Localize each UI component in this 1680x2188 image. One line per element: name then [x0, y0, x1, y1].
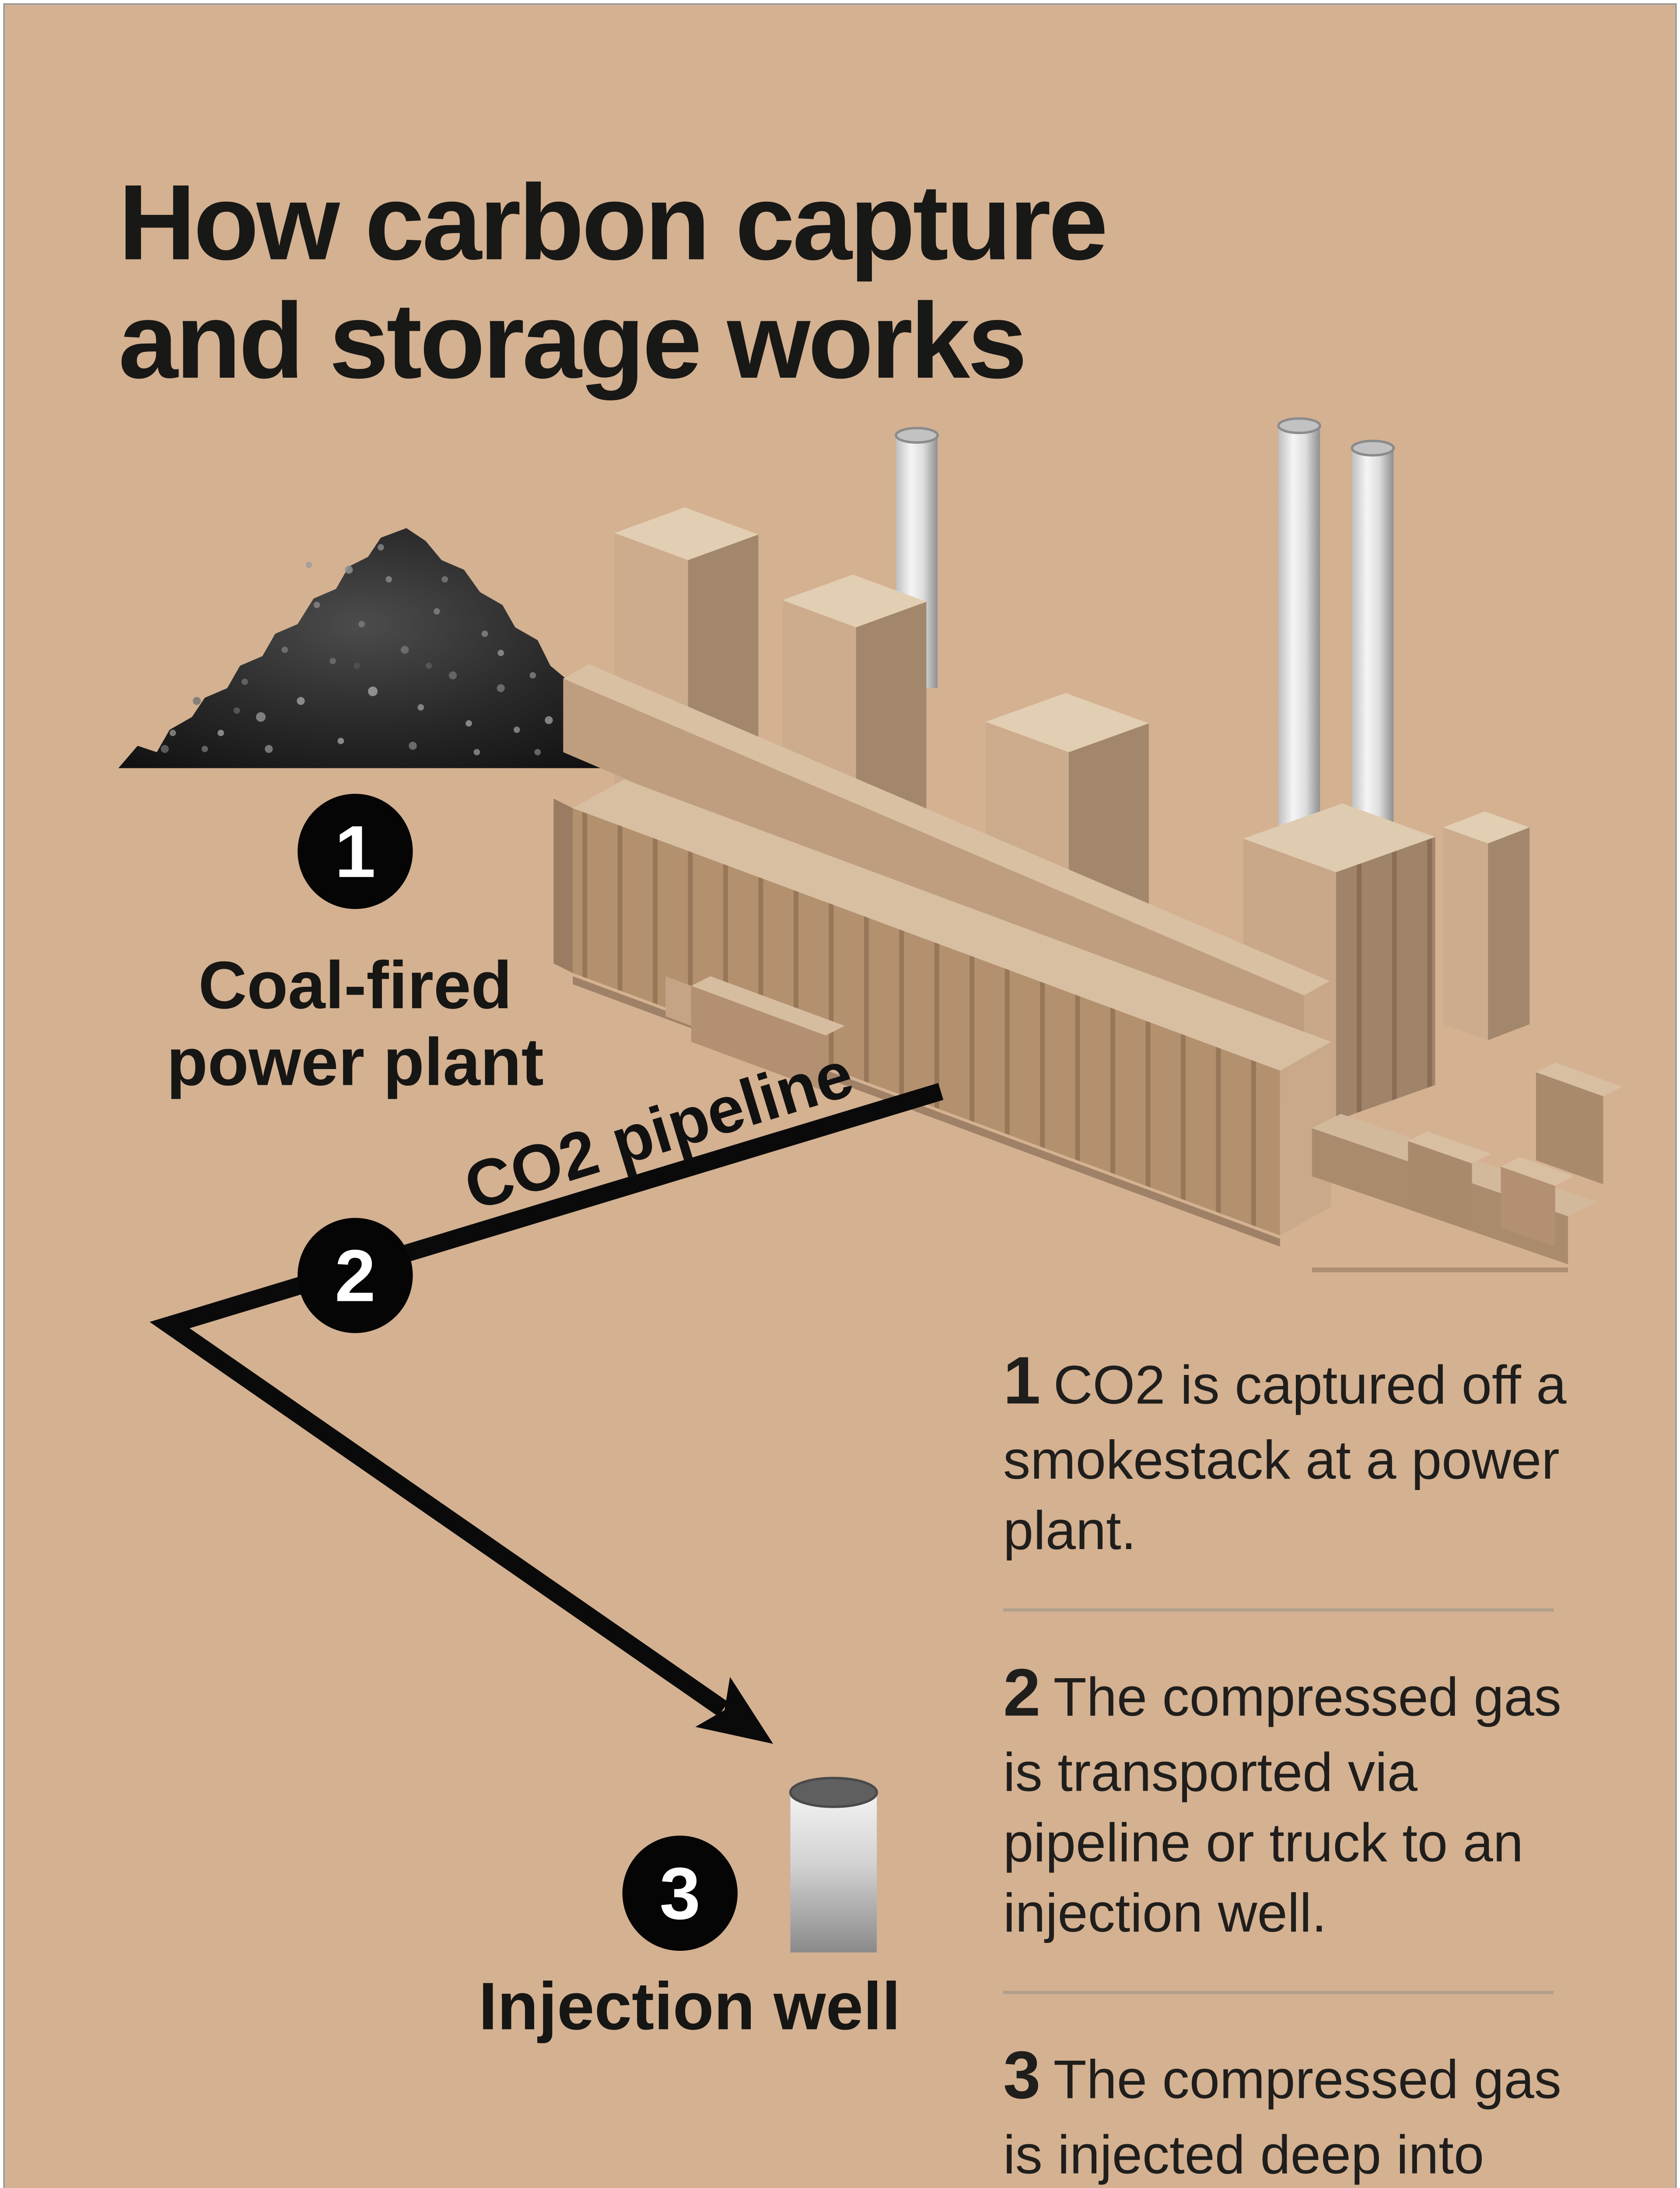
step1-badge-number: 1 [335, 810, 376, 893]
divider-2 [1003, 1991, 1554, 1995]
step2-number: 2 [1003, 1655, 1041, 1730]
step1-text: CO2 is captured off a smokestack at a po… [1003, 1355, 1567, 1562]
step2-badge-number: 2 [335, 1234, 376, 1317]
coal-plant-label: Coal-fired power plant [141, 947, 570, 1102]
step1-badge: 1 [298, 793, 413, 909]
injection-well-cylinder-icon [789, 1777, 878, 1953]
step3-text: The compressed gas is injected deep into… [1003, 2050, 1561, 2186]
divider-1 [1003, 1608, 1554, 1612]
page-title: How carbon capture and storage works [119, 165, 1270, 400]
step3-number: 3 [1003, 2037, 1041, 2113]
coal-plant-label-line2: power plant [166, 1024, 544, 1100]
step2-text: The compressed gas is transported via pi… [1003, 1667, 1561, 1945]
page-title-line2: and storage works [118, 281, 1027, 401]
step2-badge: 2 [298, 1218, 413, 1333]
page-title-line1: How carbon capture [118, 163, 1108, 283]
step3-badge-number: 3 [659, 1851, 701, 1935]
injection-well-label: Injection well [478, 1968, 901, 2044]
step3-badge: 3 [622, 1835, 738, 1951]
power-plant-icon [553, 417, 1623, 1273]
coal-pile-icon [118, 528, 603, 768]
step1-number: 1 [1003, 1343, 1041, 1418]
coal-plant-label-line1: Coal-fired [198, 947, 512, 1023]
